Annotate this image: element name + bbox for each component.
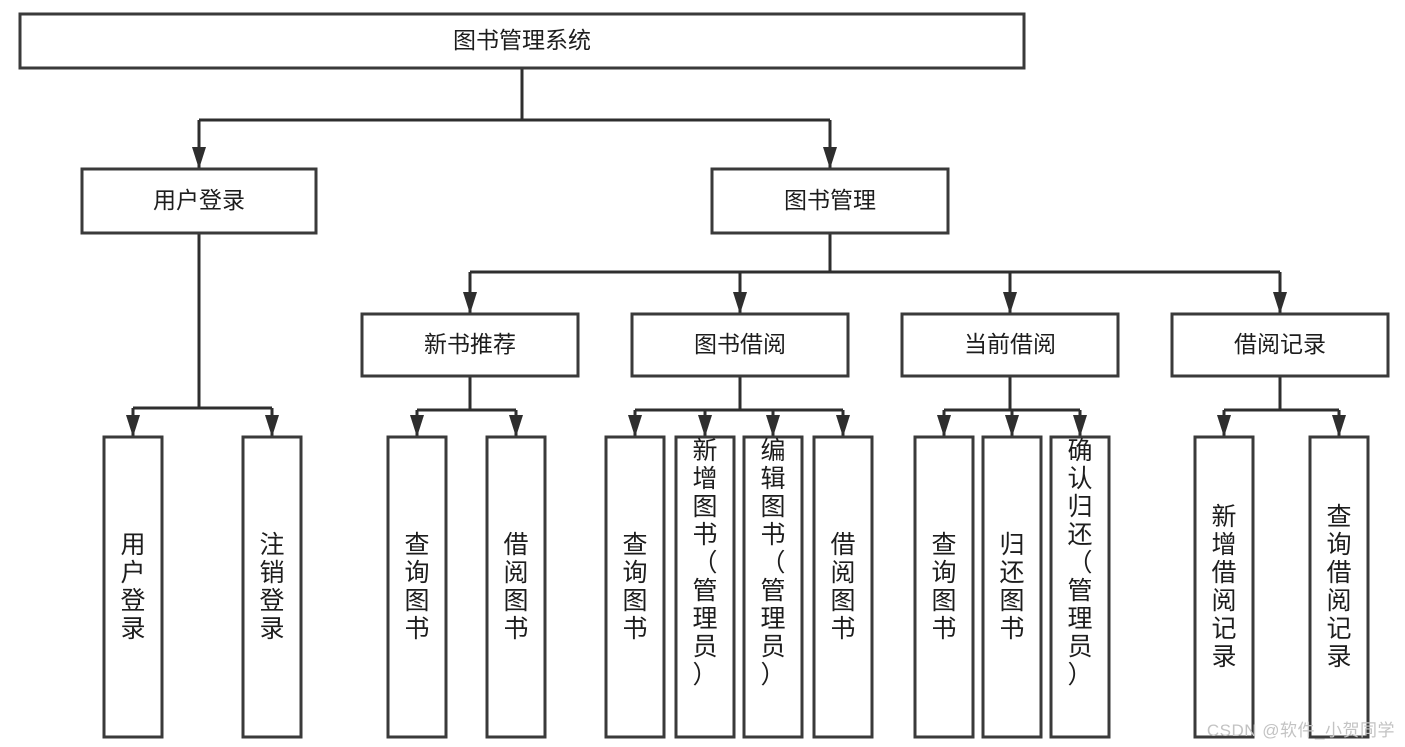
node-label: 借阅记录 [1234, 331, 1326, 357]
node-label: 新增借阅记录 [1211, 503, 1236, 671]
node-label: 图书借阅 [694, 331, 786, 357]
node-box [1193, 435, 1255, 739]
node-book-borrow[interactable]: 图书借阅 [630, 312, 850, 378]
node-label: 查询图书 [931, 531, 956, 643]
arrow-head-icon [1005, 415, 1019, 437]
node-leaf-add-book[interactable]: 新增图书（管理员） [674, 435, 736, 739]
node-box [80, 167, 318, 235]
node-label: 当前借阅 [964, 331, 1056, 357]
node-label: 查询图书 [622, 531, 647, 643]
arrow-head-icon [410, 415, 424, 437]
node-box [241, 435, 303, 739]
node-leaf-return-book[interactable]: 归还图书 [981, 435, 1043, 739]
node-label: 确认归还（管理员） [1067, 437, 1092, 689]
nodes-layer: 图书管理系统用户登录图书管理新书推荐图书借阅当前借阅借阅记录用户登录注销登录查询… [18, 12, 1390, 739]
node-leaf-query-book-2[interactable]: 查询图书 [604, 435, 666, 739]
node-box [604, 435, 666, 739]
node-label: 新增图书（管理员） [692, 437, 717, 689]
arrow-head-icon [1217, 415, 1231, 437]
node-box [630, 312, 850, 378]
node-leaf-user-login[interactable]: 用户登录 [102, 435, 164, 739]
node-user-login[interactable]: 用户登录 [80, 167, 318, 235]
node-leaf-logout[interactable]: 注销登录 [241, 435, 303, 739]
arrow-head-icon [836, 415, 850, 437]
node-box [913, 435, 975, 739]
node-box [812, 435, 874, 739]
node-leaf-query-record[interactable]: 查询借阅记录 [1308, 435, 1370, 739]
node-box [485, 435, 547, 739]
node-leaf-edit-book[interactable]: 编辑图书（管理员） [742, 435, 804, 739]
node-box [1170, 312, 1390, 378]
arrow-head-icon [698, 415, 712, 437]
node-leaf-confirm-return[interactable]: 确认归还（管理员） [1049, 435, 1111, 739]
arrow-head-icon [1273, 292, 1287, 314]
node-leaf-add-record[interactable]: 新增借阅记录 [1193, 435, 1255, 739]
arrow-head-icon [265, 415, 279, 437]
arrow-head-icon [192, 147, 206, 169]
node-box [386, 435, 448, 739]
node-box [1308, 435, 1370, 739]
node-box [710, 167, 950, 235]
arrow-head-icon [126, 415, 140, 437]
node-current-borrow[interactable]: 当前借阅 [900, 312, 1120, 378]
node-box [18, 12, 1026, 70]
node-leaf-query-book-1[interactable]: 查询图书 [386, 435, 448, 739]
node-label: 编辑图书（管理员） [760, 437, 785, 689]
node-box [674, 435, 736, 739]
arrow-head-icon [509, 415, 523, 437]
arrow-head-icon [766, 415, 780, 437]
arrow-head-icon [1332, 415, 1346, 437]
arrow-head-icon [823, 147, 837, 169]
node-root[interactable]: 图书管理系统 [18, 12, 1026, 70]
arrow-head-icon [733, 292, 747, 314]
node-label: 借阅图书 [830, 531, 855, 643]
node-new-book-recommend[interactable]: 新书推荐 [360, 312, 580, 378]
arrow-head-icon [937, 415, 951, 437]
arrow-head-icon [628, 415, 642, 437]
node-book-manage[interactable]: 图书管理 [710, 167, 950, 235]
node-box [742, 435, 804, 739]
node-box [360, 312, 580, 378]
node-box [102, 435, 164, 739]
arrow-head-icon [1073, 415, 1087, 437]
node-label: 借阅图书 [503, 531, 528, 643]
node-box [900, 312, 1120, 378]
node-label: 用户登录 [120, 531, 145, 643]
node-label: 用户登录 [153, 187, 245, 213]
node-label: 新书推荐 [424, 331, 516, 357]
node-label: 图书管理 [784, 187, 876, 213]
arrow-head-icon [463, 292, 477, 314]
node-box [981, 435, 1043, 739]
node-label: 查询借阅记录 [1326, 503, 1351, 671]
node-leaf-borrow-book-1[interactable]: 借阅图书 [485, 435, 547, 739]
node-leaf-borrow-book-2[interactable]: 借阅图书 [812, 435, 874, 739]
arrow-head-icon [1003, 292, 1017, 314]
node-leaf-query-book-3[interactable]: 查询图书 [913, 435, 975, 739]
connectors-layer [126, 68, 1346, 437]
node-label: 查询图书 [404, 531, 429, 643]
watermark-label: CSDN @软件_小贺同学 [1206, 721, 1395, 740]
node-label: 注销登录 [259, 531, 284, 643]
node-label: 归还图书 [999, 531, 1024, 643]
node-box [1049, 435, 1111, 739]
node-borrow-record[interactable]: 借阅记录 [1170, 312, 1390, 378]
node-label: 图书管理系统 [453, 27, 591, 53]
